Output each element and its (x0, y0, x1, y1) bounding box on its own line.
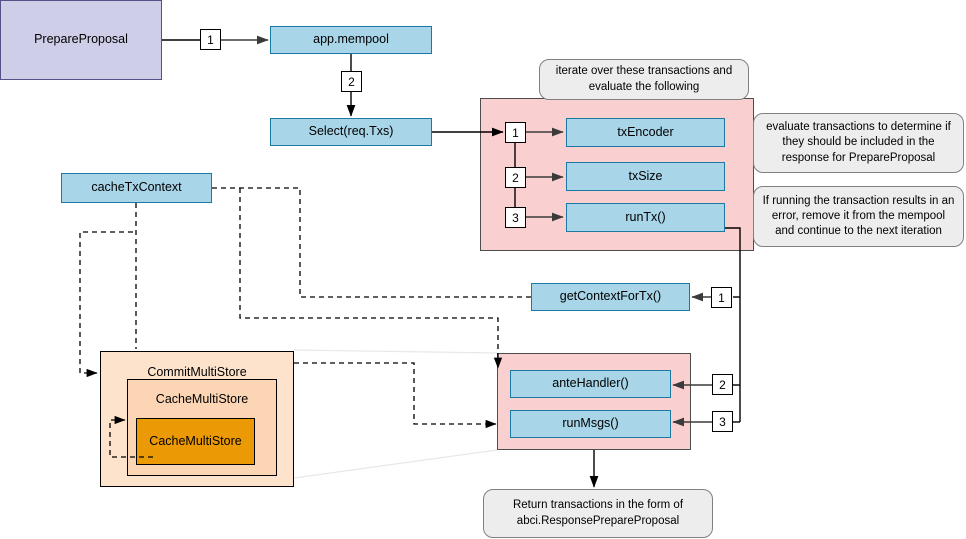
cache-multi-store-outer-label: CacheMultiStore (155, 392, 249, 406)
guide-line-bottom (293, 449, 498, 479)
node-get-context-for-tx[interactable]: getContextForTx() (531, 283, 690, 311)
cache-multi-store-inner-label: CacheMultiStore (149, 434, 242, 448)
marker-step-ante-handler: 2 (712, 374, 733, 395)
note-evaluate: evaluate transactions to determine if th… (753, 113, 964, 173)
node-ante-handler[interactable]: anteHandler() (510, 370, 671, 398)
node-cache-tx-context[interactable]: cacheTxContext (61, 173, 212, 203)
node-select-req-txs[interactable]: Select(req.Txs) (270, 118, 432, 146)
node-tx-encoder[interactable]: txEncoder (566, 118, 725, 147)
node-app-mempool[interactable]: app.mempool (270, 26, 432, 54)
marker-step-run-msgs: 3 (712, 411, 733, 432)
note-return-response: Return transactions in the form of abci.… (483, 489, 713, 538)
note-error-handling: If running the transaction results in an… (753, 186, 964, 247)
marker-step-tx-encoder: 1 (505, 122, 526, 143)
cache-multi-store-inner-box: CacheMultiStore (136, 418, 255, 465)
marker-prepare-to-mempool: 1 (200, 29, 221, 50)
node-tx-size[interactable]: txSize (566, 162, 725, 191)
node-run-msgs[interactable]: runMsgs() (510, 410, 671, 438)
marker-mempool-to-select: 2 (341, 71, 362, 92)
edge-context-to-antehandler (239, 188, 503, 369)
guide-line-top (293, 349, 498, 354)
node-prepare-proposal[interactable]: PrepareProposal (0, 0, 162, 80)
node-run-tx[interactable]: runTx() (566, 203, 725, 232)
commit-multi-store-label: CommitMultiStore (147, 365, 247, 379)
edge-store-to-runmsgs (294, 362, 497, 429)
marker-step-tx-size: 2 (505, 167, 526, 188)
note-iterate: iterate over these transactions and eval… (539, 59, 749, 100)
marker-step-get-context: 1 (711, 287, 732, 308)
marker-step-run-tx: 3 (505, 207, 526, 228)
